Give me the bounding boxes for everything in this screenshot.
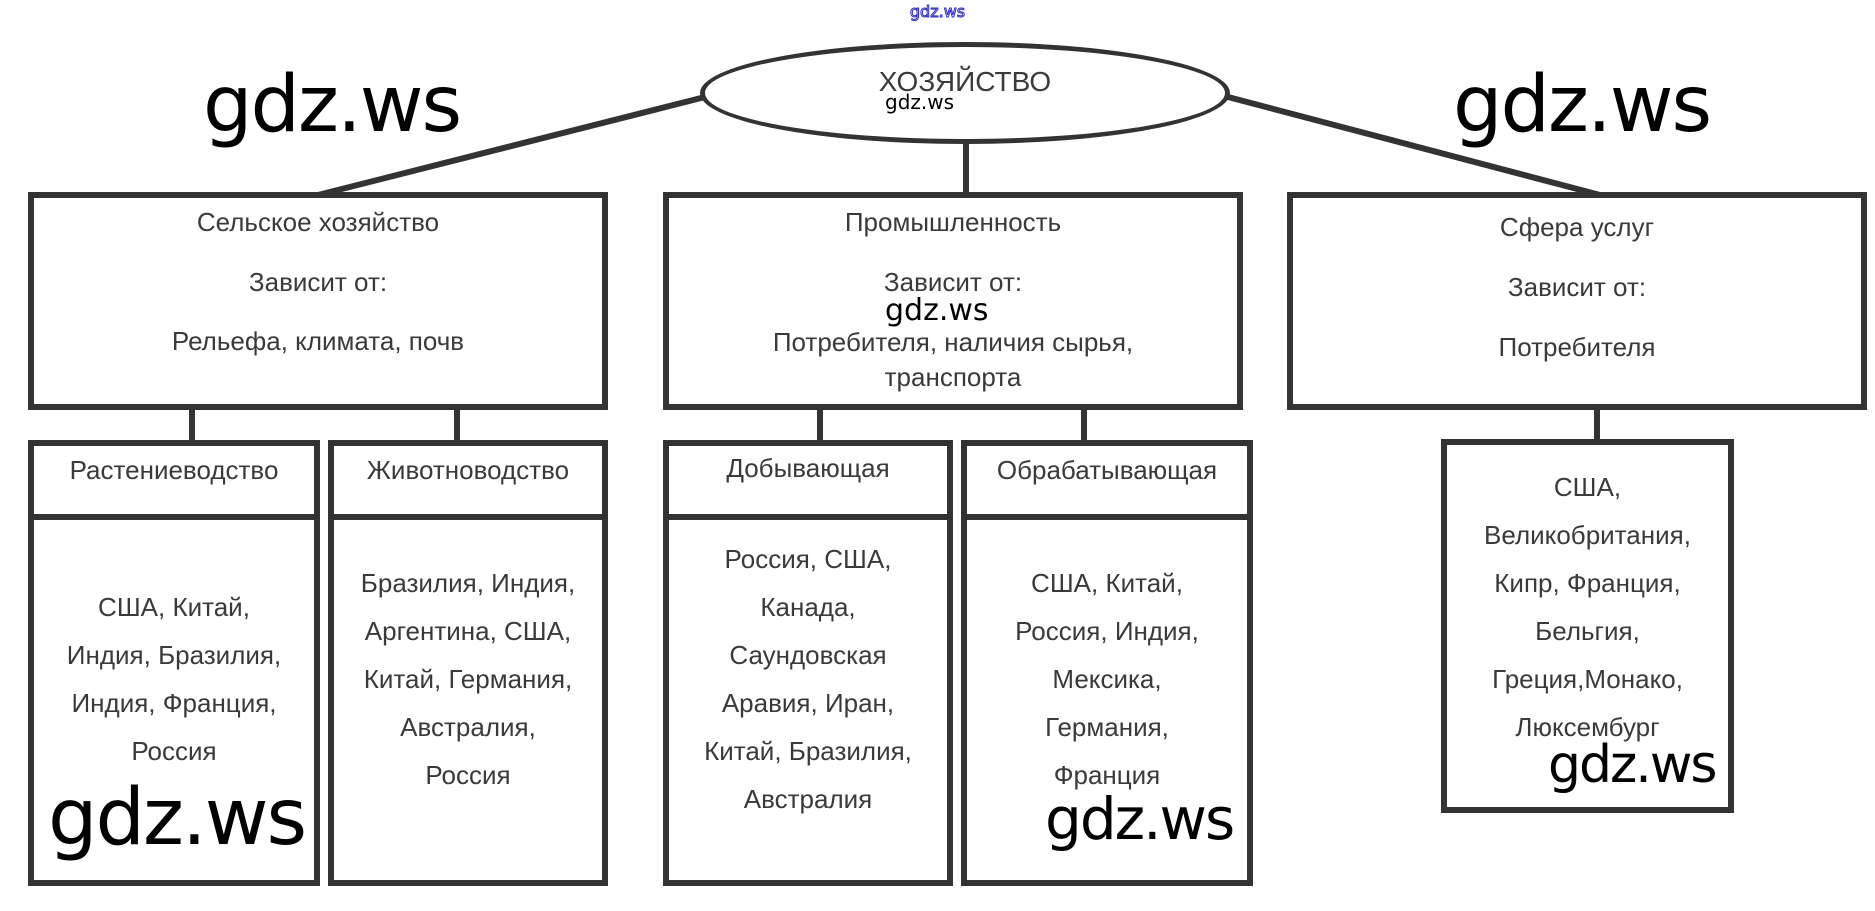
country-line: Китай, Бразилия, [704, 736, 912, 766]
country-line: Канада, [760, 592, 856, 622]
sub-livestock-title: Животноводство [366, 455, 570, 485]
country-line: Аргентина, США, [364, 616, 572, 646]
country-line: Люксембург [1515, 712, 1660, 742]
country-line: Индия, Бразилия, [66, 640, 282, 670]
branch-industry [663, 192, 1243, 410]
sub-services-body [1441, 439, 1734, 813]
branch-agriculture [28, 192, 608, 410]
country-line: США, Китай, [98, 592, 250, 622]
connector-root-agriculture [317, 94, 706, 198]
country-line: Россия [425, 760, 511, 790]
branch-industry-factors-2: транспорта [884, 362, 1022, 392]
sub-livestock-body [328, 514, 608, 886]
country-line: Великобритания, [1484, 520, 1691, 550]
country-line: США, Китай, [1031, 568, 1183, 598]
country-line: Бельгия, [1535, 616, 1640, 646]
country-line: Франция [1053, 760, 1161, 790]
country-line: Индия, Франция, [71, 688, 277, 718]
country-line: Бразилия, Индия, [360, 568, 576, 598]
country-line: Австралия [743, 784, 873, 814]
sub-mining-body [663, 514, 953, 886]
branch-services [1287, 192, 1867, 410]
sub-crops-body [28, 514, 320, 886]
country-line: Мексика, [1052, 664, 1162, 694]
watermark-bottom-left: gdz.ws [48, 773, 307, 863]
branch-agriculture-title: Сельское хозяйство [196, 207, 440, 237]
country-line: Кипр, Франция, [1494, 568, 1681, 598]
connector-root-services [1227, 94, 1601, 198]
branch-agriculture-factors: Рельефа, климата, почв [171, 326, 465, 356]
country-line: Саундовская [729, 640, 887, 670]
sub-mining-title: Добывающая [726, 453, 890, 483]
watermark-bottom-right: gdz.ws [1548, 735, 1717, 795]
root-node [700, 42, 1230, 144]
country-line: Греция,Монако, [1492, 664, 1683, 694]
branch-industry-title: Промышленность [844, 207, 1062, 237]
sub-services-countries: США, Великобритания, Кипр, Франция, Бель… [1441, 463, 1734, 751]
watermark-top: gdz.ws [909, 2, 966, 22]
branch-agriculture-depends: Зависит от: [248, 267, 388, 297]
sub-crops-countries: США, Китай, Индия, Бразилия, Индия, Фран… [28, 583, 320, 775]
country-line: Аравия, Иран, [721, 688, 895, 718]
sub-manufacturing-body [961, 514, 1253, 886]
branch-industry-depends: Зависит от: [883, 267, 1023, 297]
sub-manufacturing-countries: США, Китай, Россия, Индия, Мексика, Герм… [961, 559, 1253, 799]
country-line: Россия, Индия, [1015, 616, 1199, 646]
country-line: Австралия, [400, 712, 536, 742]
branch-services-factors: Потребителя [1498, 332, 1656, 362]
sub-mining-countries: Россия, США, Канада, Саундовская Аравия,… [663, 535, 953, 823]
watermark-top-left: gdz.ws [203, 60, 462, 150]
watermark-top-right: gdz.ws [1453, 60, 1712, 150]
branch-industry-factors-1: Потребителя, наличия сырья, [772, 327, 1134, 357]
sub-livestock-countries: Бразилия, Индия, Аргентина, США, Китай, … [328, 559, 608, 799]
country-line: Германия, [1045, 712, 1169, 742]
watermark-bottom-middle: gdz.ws [1045, 785, 1235, 853]
branch-services-title: Сфера услуг [1499, 212, 1655, 242]
watermark-industry: gdz.ws [885, 293, 989, 328]
country-line: Россия, США, [724, 544, 892, 574]
watermark-root: gdz.ws [885, 90, 955, 114]
country-line: США, [1553, 472, 1622, 502]
root-title: ХОЗЯЙСТВО [878, 66, 1052, 97]
branch-services-depends: Зависит от: [1507, 272, 1647, 302]
sub-crops-title: Растениеводство [69, 455, 279, 485]
country-line: Китай, Германия, [363, 664, 573, 694]
country-line: Россия [131, 736, 217, 766]
sub-manufacturing-title: Обрабатывающая [996, 455, 1218, 485]
